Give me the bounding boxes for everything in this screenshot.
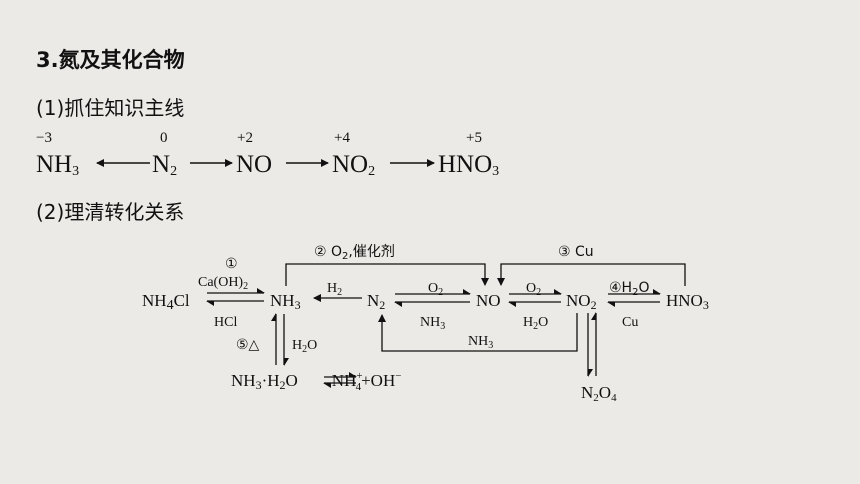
label-reaction-1: ① — [225, 257, 238, 272]
species-n2: N2 — [152, 151, 177, 179]
species-nh3: NH3 — [36, 151, 79, 179]
oxidation-state-nh3: −3 — [36, 130, 52, 146]
label-cu: Cu — [622, 315, 638, 330]
label-nh3-to-n2: NH3 — [420, 315, 445, 332]
label-reaction-5: ⑤△ — [236, 337, 260, 353]
main-line-species: NH3 N2 NO NO2 HNO3 — [36, 151, 499, 179]
label-hcl: HCl — [214, 315, 237, 330]
oxidation-state-n2: 0 — [160, 130, 168, 146]
label-reaction-4: ④H2O — [609, 280, 649, 298]
species-hno3: HNO3 — [438, 151, 499, 179]
label-o2-to-no: O2 — [428, 281, 443, 298]
species-no2-node: NO2 — [566, 291, 597, 312]
arrow-hno3-to-no-cu — [497, 263, 686, 286]
section-heading: 3.氮及其化合物 — [36, 48, 185, 72]
species-nh3-node: NH3 — [270, 291, 301, 312]
label-h2o-to-no: H2O — [523, 315, 548, 332]
label-reaction-2: ② O2,催化剂 — [314, 244, 395, 262]
label-h2: H2 — [327, 281, 342, 298]
subheading-main-line: (1)抓住知识主线 — [36, 96, 185, 120]
species-nh4cl: NH4Cl — [142, 291, 190, 313]
oxidation-state-row: −3 0 +2 +4 +5 — [36, 130, 482, 146]
species-no2: NO2 — [332, 151, 375, 179]
oxidation-state-no2: +4 — [334, 130, 350, 146]
label-o2-to-no2: O2 — [526, 281, 541, 298]
label-h2o-down: H2O — [292, 338, 317, 355]
species-hno3-node: HNO3 — [666, 291, 709, 312]
label-reaction-3: ③ Cu — [558, 244, 594, 260]
arrow-nh3-to-no-catalytic — [285, 263, 489, 286]
label-nh3-loop: NH3 — [468, 334, 493, 351]
subheading-conversion: (2)理清转化关系 — [36, 200, 185, 224]
species-no-node: NO — [476, 291, 501, 310]
label-caoh2: Ca(OH)2 — [198, 275, 248, 292]
oxidation-state-no: +2 — [237, 130, 253, 146]
species-n2o4: N2O4 — [581, 383, 617, 404]
species-no: NO — [236, 151, 272, 178]
oxidation-state-hno3: +5 — [466, 130, 482, 146]
species-n2-node: N2 — [367, 291, 385, 312]
arrow-no2-to-n2-nh3 — [378, 313, 578, 352]
